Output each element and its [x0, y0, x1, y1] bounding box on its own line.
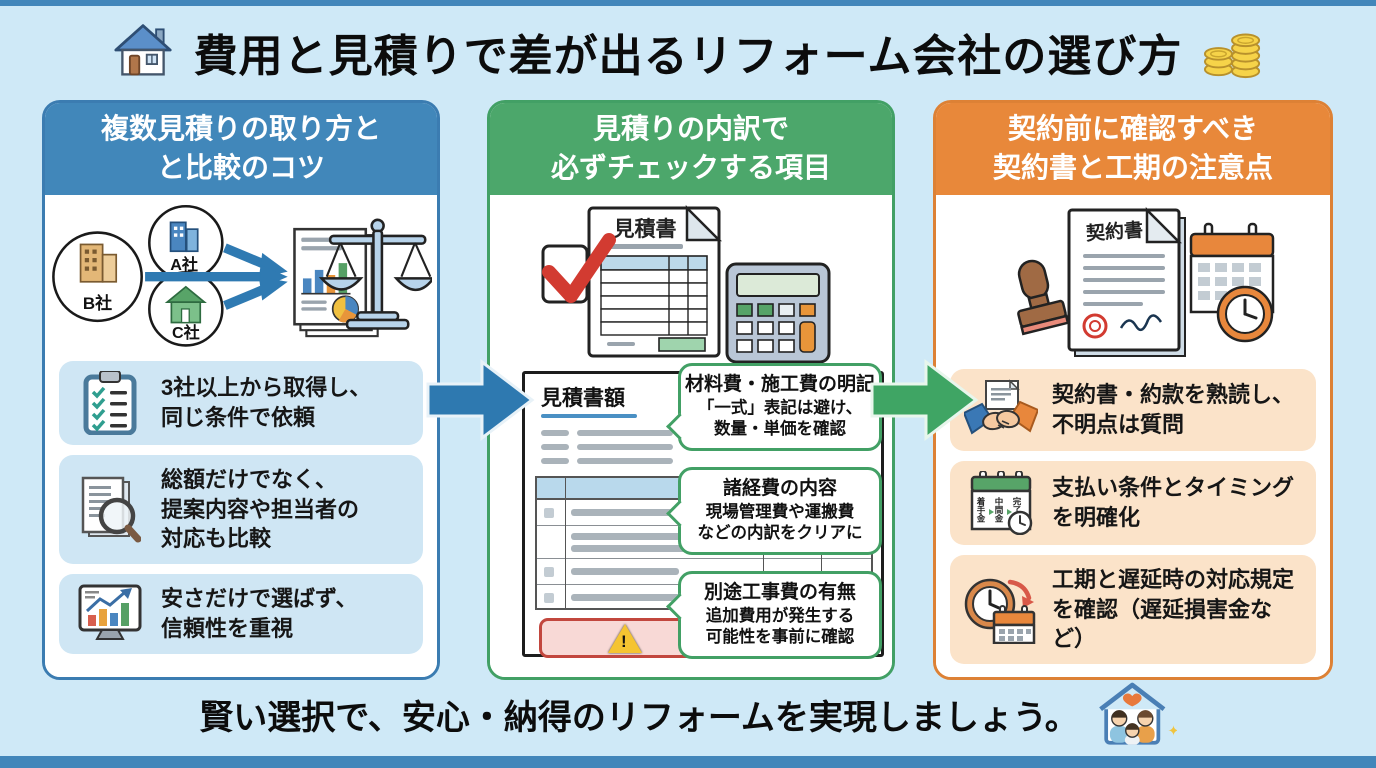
estimate-sheet-title: 見積書額 — [541, 387, 625, 410]
table-row — [537, 585, 871, 610]
arrow-col1-to-col2 — [424, 358, 536, 447]
clock-calendar-icon — [962, 576, 1040, 644]
list-item: 契約書・約款を熟読し、 不明点は質問 — [950, 369, 1316, 451]
contract-illustration: 契約書 — [936, 195, 1330, 363]
footer-message: 賢い選択で、安心・納得のリフォームを実現しましょう。 — [199, 699, 1079, 737]
family-house-icon: ✦ — [1095, 677, 1179, 752]
column-estimate-breakdown: 見積りの内訳で必ずチェックする項目 見積書 — [487, 100, 895, 680]
callout-title: 材料費・施工費の明記 — [685, 374, 876, 395]
item-text: 総額だけでなく、 提案内容や担当者の 対応も比較 — [161, 467, 360, 552]
svg-text:完了: 完了 — [1012, 496, 1022, 515]
company-a-label: A社 — [170, 255, 198, 274]
companies-comparison-illustration: B社 A社 C社 — [45, 195, 437, 355]
item-text: 工期と遅延時の対応規定 を確認（遅延損害金など） — [1052, 567, 1295, 652]
placeholder-line — [541, 444, 673, 450]
list-item: 着手金 中間金 完了 支払い条件とタイミング を明確化 — [950, 461, 1316, 545]
item-text: 支払い条件とタイミング を明確化 — [1052, 475, 1295, 530]
coins-icon — [1202, 20, 1264, 85]
column3-items: 契約書・約款を熟読し、 不明点は質問 着手金 中間金 — [936, 363, 1330, 665]
estimate-document-illustration: 見積書 — [490, 195, 892, 367]
callout-line: などの内訳をクリアに — [697, 524, 863, 543]
callout-material-costs: 材料費・施工費の明記 「一式」表記は避け、 数量・単価を確認 — [678, 363, 882, 451]
placeholder-line — [541, 430, 673, 436]
column-compare-quotes: 複数見積りの取り方とと比較のコツ B社 A社 — [42, 100, 440, 680]
callout-line: 数量・単価を確認 — [714, 420, 846, 439]
column2-body: 見積書 — [490, 195, 892, 677]
list-item: 工期と遅延時の対応規定 を確認（遅延損害金など） — [950, 555, 1316, 665]
callout-title: 諸経費の内容 — [722, 478, 837, 499]
payment-calendar-icon: 着手金 中間金 完了 — [962, 471, 1040, 535]
column-contract-checks: 契約前に確認すべき契約書と工期の注意点 契約書 — [933, 100, 1333, 680]
bottom-edge-strip — [0, 756, 1376, 768]
item-text: 契約書・約款を熟読し、 不明点は質問 — [1052, 382, 1295, 437]
callout-misc-expenses: 諸経費の内容 現場管理費や運搬費 などの内訳をクリアに — [678, 467, 882, 555]
list-item: 安さだけで選ばず、 信頼性を重視 — [59, 574, 423, 655]
table-row — [537, 526, 871, 559]
column1-items: 3社以上から取得し、 同じ条件で依頼 — [45, 355, 437, 655]
column3-body: 契約書 — [936, 195, 1330, 677]
contract-doc-title: 契約書 — [1084, 218, 1143, 245]
item-text: 安さだけで選ばず、 信頼性を重視 — [161, 586, 358, 642]
svg-text:着手金: 着手金 — [976, 496, 986, 523]
handshake-document-icon — [962, 379, 1040, 441]
svg-text:✦: ✦ — [1167, 722, 1176, 738]
document-magnifier-icon — [71, 476, 149, 544]
company-c-label: C社 — [172, 323, 200, 342]
column3-header: 契約前に確認すべき契約書と工期の注意点 — [936, 103, 1330, 195]
callout-extra-work-costs: 別途工事費の有無 追加費用が発生する 可能性を事前に確認 — [678, 571, 882, 659]
list-item: 3社以上から取得し、 同じ条件で依頼 — [59, 361, 423, 445]
callout-line: 現場管理費や運搬費 — [705, 502, 855, 521]
item-text: 3社以上から取得し、 同じ条件で依頼 — [161, 375, 372, 430]
sheet-title-underline — [541, 414, 637, 418]
callout-line: 「一式」表記は避け、 — [697, 398, 863, 417]
top-edge-strip — [0, 0, 1376, 6]
house-icon — [112, 20, 174, 85]
callout-title: 別途工事費の有無 — [703, 582, 856, 603]
list-item: 総額だけでなく、 提案内容や担当者の 対応も比較 — [59, 455, 423, 565]
callout-line: 可能性を事前に確認 — [705, 628, 855, 647]
title-row: 費用と見積りで差が出るリフォーム会社の選び方 — [0, 12, 1376, 92]
placeholder-line — [541, 458, 673, 464]
chart-monitor-icon — [71, 584, 149, 644]
column1-body: B社 A社 C社 — [45, 195, 437, 677]
page-title: 費用と見積りで差が出るリフォーム会社の選び方 — [193, 32, 1183, 81]
estimate-doc-title: 見積書 — [614, 217, 677, 241]
arrow-col2-to-col3 — [868, 358, 980, 447]
company-b-label: B社 — [83, 293, 112, 313]
column2-header: 見積りの内訳で必ずチェックする項目 — [490, 103, 892, 195]
footer-row: 賢い選択で、安心・納得のリフォームを実現しましょう。 ✦ — [0, 677, 1376, 752]
column1-header: 複数見積りの取り方とと比較のコツ — [45, 103, 437, 195]
svg-text:中間金: 中間金 — [994, 496, 1004, 523]
warning-triangle-icon — [608, 623, 642, 653]
callout-line: 追加費用が発生する — [705, 606, 855, 625]
clipboard-checklist-icon — [71, 371, 149, 435]
